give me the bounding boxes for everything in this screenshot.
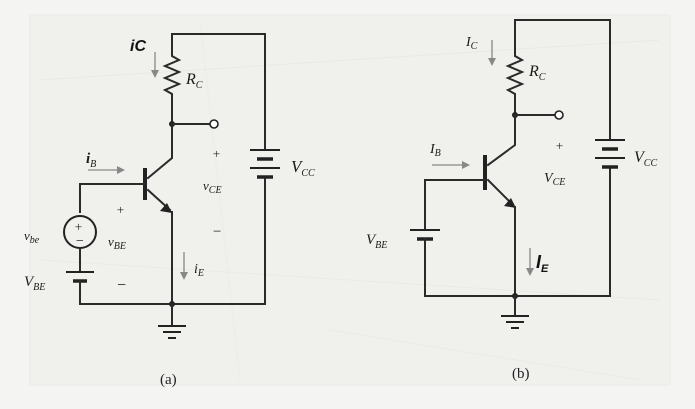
label-vcc-a: VCC — [291, 157, 315, 179]
label-plus-ce-b: + — [555, 138, 564, 153]
label-vbe-minus-a: − — [116, 277, 127, 294]
label-ic-a: iC — [130, 38, 146, 55]
label-ib-b: IB — [429, 142, 441, 159]
label-vce-b: VCE — [544, 171, 565, 188]
ib-arrow-b — [432, 161, 470, 169]
background-scan-texture — [29, 14, 671, 386]
caption-a: (a) — [160, 372, 177, 388]
wire-b-top — [514, 19, 611, 141]
ic-arrow-b — [488, 40, 496, 66]
ground-b — [501, 293, 529, 329]
label-vce-a: vCE — [203, 178, 222, 196]
wire-b-collector — [486, 114, 516, 167]
label-ie-b: IE — [536, 252, 549, 275]
ac-source-plus: + — [74, 219, 83, 234]
label-rc-b: RC — [528, 63, 546, 83]
label-vbe-plus-a: + — [116, 202, 125, 217]
label-vbe-a: vBE — [108, 234, 126, 252]
ib-arrow-a — [88, 166, 125, 174]
circuit-b: IC RC IB + VCE VCC VBE IE (b) — [366, 19, 657, 382]
wire-a-collector — [146, 123, 173, 180]
label-ic-b: IC — [465, 35, 478, 52]
ground-a — [158, 301, 186, 339]
output-terminal-a — [209, 119, 219, 129]
wire-a-base — [79, 183, 146, 213]
label-vbe-b: VBE — [366, 232, 387, 251]
label-vbe-src-a: vbe — [24, 228, 40, 246]
label-dc-vbe-a: VBE — [24, 274, 45, 293]
ac-source-minus: − — [75, 234, 84, 249]
ie-arrow-a — [180, 252, 188, 280]
ic-arrow-a — [151, 52, 159, 78]
emitter-arrow-a — [160, 203, 172, 213]
resistor-rc-b — [505, 49, 525, 116]
label-ib-a: iB — [86, 151, 96, 170]
label-ie-a: iE — [194, 262, 204, 279]
resistor-rc-a — [162, 49, 182, 125]
label-vcc-b: VCC — [634, 149, 657, 169]
circuit-a: + − iC — [24, 33, 315, 388]
wire-a-top — [171, 33, 266, 151]
emitter-arrow-b — [504, 198, 516, 208]
ie-arrow-b — [526, 248, 534, 276]
caption-b: (b) — [512, 366, 530, 382]
label-rc-a: RC — [185, 71, 203, 91]
label-minus-ce-a: − — [212, 224, 222, 240]
output-terminal-b — [554, 110, 564, 120]
label-plus-ce-a: + — [212, 146, 221, 161]
wire-b-base — [424, 179, 486, 229]
